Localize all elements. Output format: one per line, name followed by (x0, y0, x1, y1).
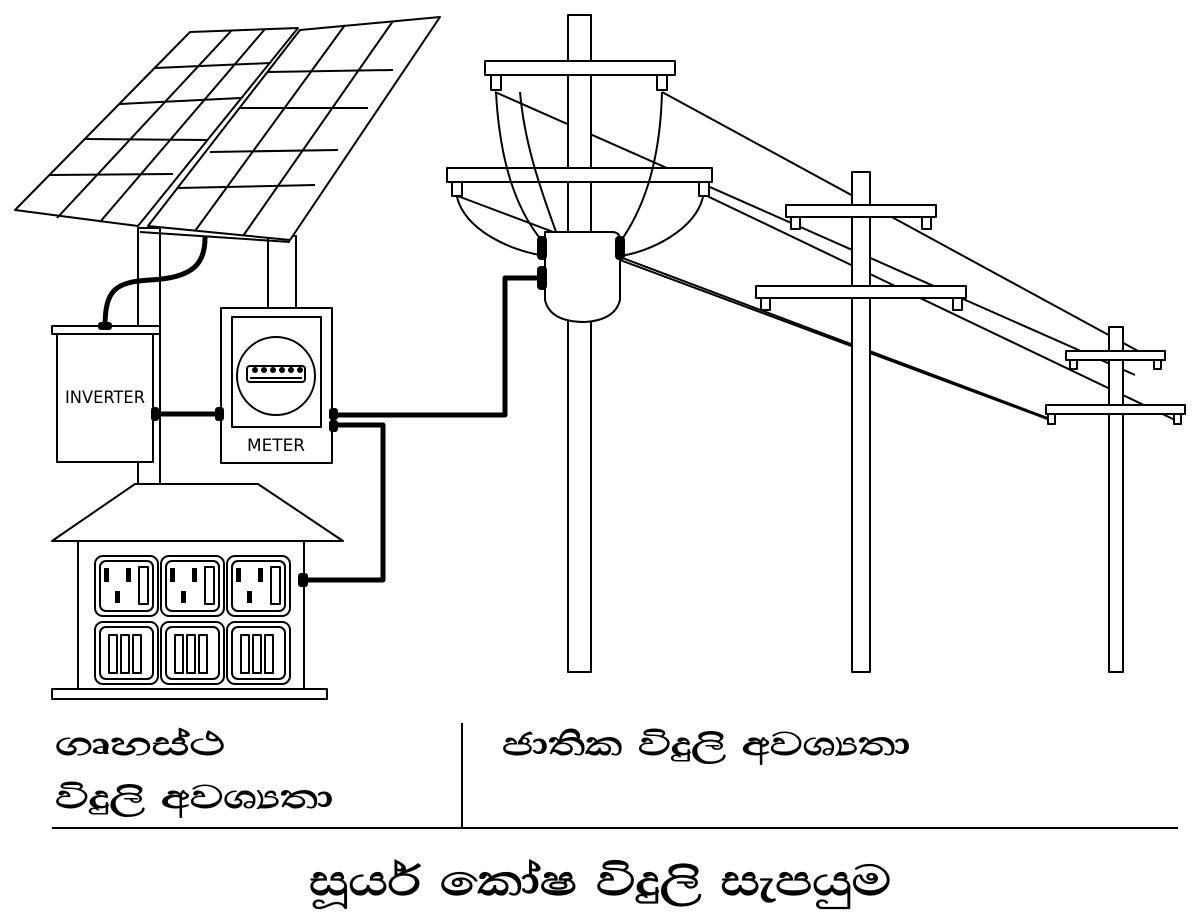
switch-panel (160, 621, 225, 685)
solar-panel-left-grid (49, 28, 271, 223)
meter-connector-right-1 (329, 408, 338, 420)
inverter-label: INVERTER (65, 388, 145, 408)
inverter-body (56, 333, 154, 463)
junction-box (544, 231, 621, 323)
caption-household-line1: ගෘහස්ථ (55, 725, 225, 763)
wire (661, 91, 1161, 364)
utility-pole-near (446, 14, 713, 673)
pole-shaft (851, 171, 871, 673)
crossarm-upper (484, 60, 676, 76)
house-roof (51, 483, 344, 542)
inverter-connector-side (151, 407, 159, 421)
utility-pole-far (1045, 326, 1186, 673)
house-base (51, 688, 328, 700)
utility-pole-middle (755, 171, 967, 673)
switch-panel (94, 621, 159, 685)
socket-outlet (94, 555, 159, 617)
solar-panels (14, 16, 441, 501)
cables (102, 235, 548, 583)
inverter-connector-top (98, 322, 112, 330)
meter-connector-left (215, 407, 224, 421)
switch-panel (226, 621, 291, 685)
pole-shaft (1108, 326, 1124, 673)
solar-panel-right-grid (177, 20, 394, 237)
house (51, 483, 344, 700)
socket-outlet (226, 555, 291, 617)
panel-support-post-right (267, 235, 297, 309)
meter-digits (252, 367, 303, 373)
inverter-box: INVERTER (51, 322, 161, 463)
meter-label: METER (247, 436, 305, 456)
cable-panel-to-inverter (102, 235, 208, 330)
meter-box: METER (215, 307, 338, 464)
crossarm-lower (446, 167, 713, 183)
pole-shaft (567, 14, 592, 673)
power-lines (454, 91, 1176, 421)
cable-meter-to-junction (327, 275, 548, 418)
panel-frame-edge (139, 231, 291, 243)
socket-outlet (160, 555, 225, 617)
house-connector (298, 573, 308, 587)
wire (704, 194, 1176, 421)
meter-connector-right-2 (329, 420, 338, 432)
caption-household-line2: විදුලි අවශ්‍යතා (55, 778, 333, 819)
wire (619, 259, 1051, 421)
caption-national: ජාතික විදුලි අවශ්‍යතා (502, 725, 910, 766)
diagram-title: සූර්ය කෝෂ විදුලි සැපයුම (309, 856, 891, 910)
solar-panel-left (14, 27, 299, 227)
wire (454, 194, 1054, 421)
cable-meter-to-house (297, 422, 386, 583)
wire (494, 91, 1136, 376)
